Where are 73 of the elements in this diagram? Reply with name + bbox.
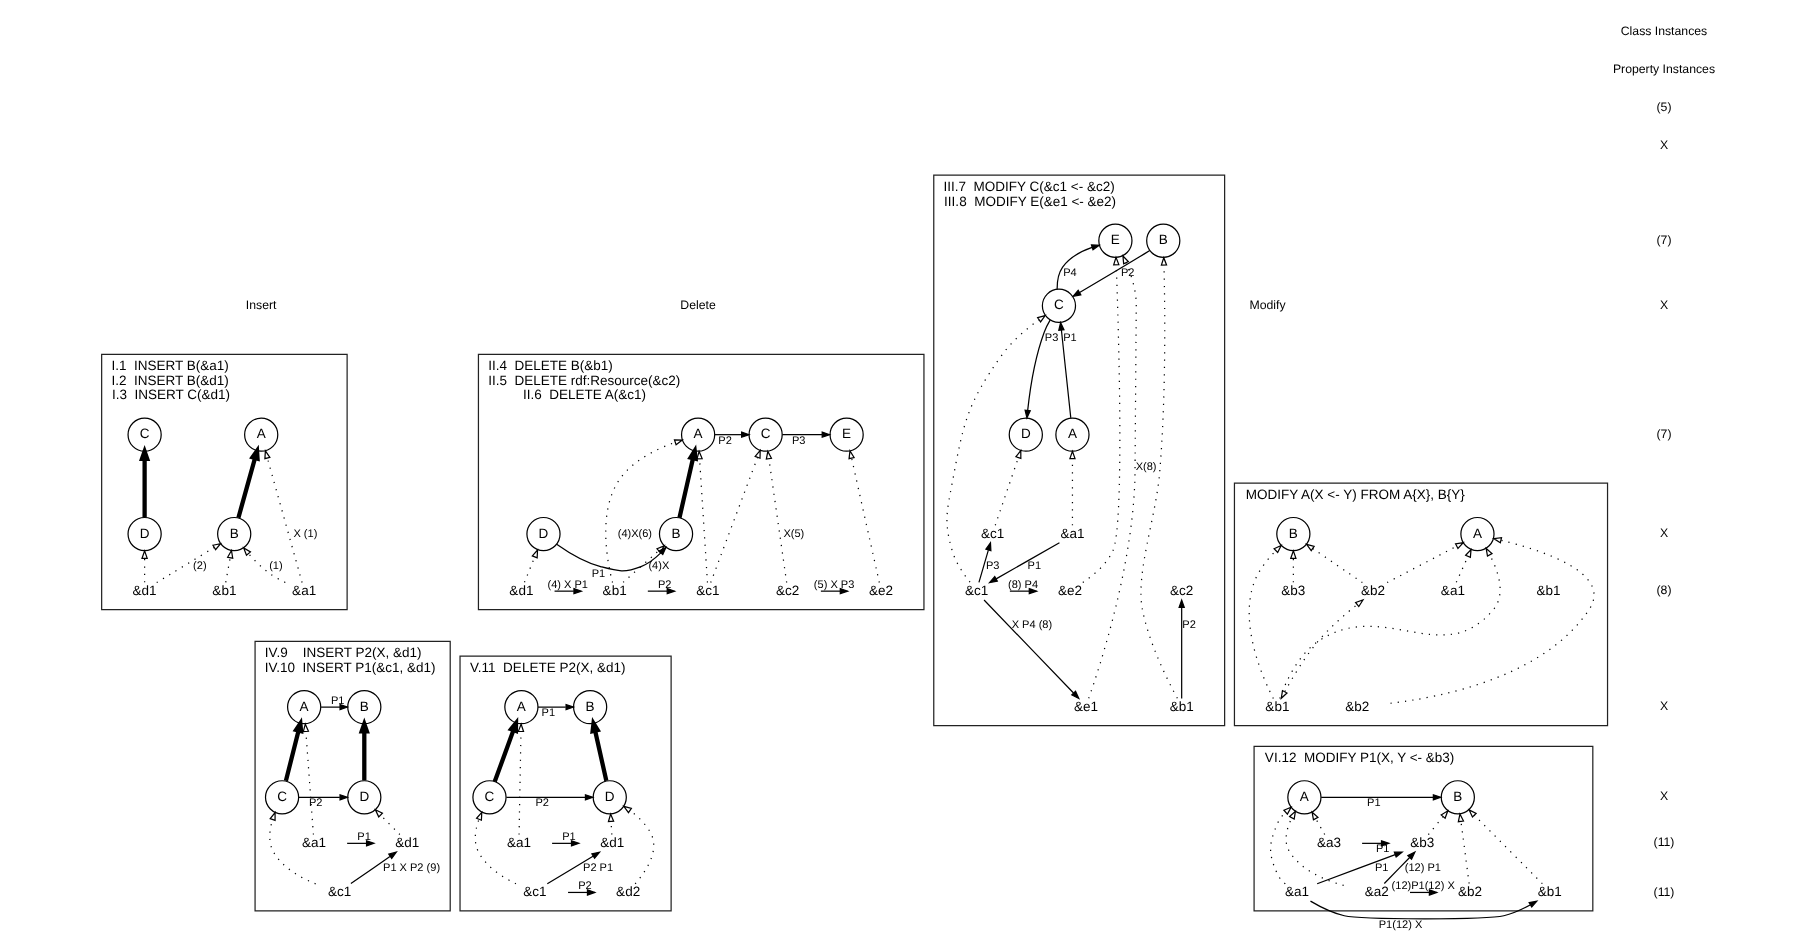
arrow: [1466, 807, 1542, 884]
arrow: [1382, 849, 1416, 884]
arrow: [1310, 809, 1325, 835]
arrow: [713, 430, 750, 438]
arrow: [1023, 318, 1050, 419]
arrow: [550, 838, 580, 846]
arrow: [1055, 243, 1101, 289]
arrow: [1177, 597, 1185, 699]
arrow: [566, 888, 596, 895]
arrow: [1278, 545, 1500, 699]
arrow: [589, 716, 608, 781]
arrow: [155, 541, 222, 583]
arrow: [349, 850, 397, 884]
arrow: [1385, 540, 1464, 583]
arrow: [1008, 586, 1038, 594]
arrow: [1247, 543, 1282, 699]
arrow: [268, 809, 316, 884]
arrow: [224, 547, 233, 582]
arrow: [1308, 899, 1538, 919]
arrow: [516, 721, 524, 835]
arrow: [604, 438, 684, 583]
arrow: [646, 586, 676, 594]
arrow: [1315, 850, 1403, 884]
arrow: [819, 586, 849, 594]
arrow: [1408, 888, 1438, 895]
arrow: [1304, 542, 1362, 583]
arrow: [473, 809, 516, 884]
arrow: [847, 448, 879, 583]
arrow: [1068, 448, 1075, 525]
arrow: [1070, 248, 1150, 297]
arrow: [1139, 254, 1177, 698]
arrow: [764, 448, 787, 583]
arrow: [977, 540, 991, 582]
arrow: [301, 721, 314, 835]
arrow: [676, 443, 698, 518]
arrow: [1426, 808, 1448, 835]
arrow: [138, 443, 150, 517]
arrow: [522, 547, 538, 582]
arrow: [536, 702, 575, 710]
arrow: [140, 548, 148, 582]
arrow: [504, 792, 594, 800]
arrow: [982, 598, 1080, 699]
arrow: [1456, 811, 1469, 884]
arrow: [780, 430, 831, 438]
arrow: [282, 716, 303, 781]
arrow: [263, 448, 302, 583]
arrow: [297, 792, 349, 800]
arrow: [1388, 536, 1594, 703]
arrow: [1057, 319, 1071, 418]
arrow: [357, 716, 369, 780]
arrow: [606, 811, 614, 835]
arrow: [235, 443, 259, 518]
arrow: [1279, 597, 1364, 699]
arrow: [993, 447, 1021, 525]
arrow: [241, 545, 285, 583]
arrow: [1288, 548, 1296, 582]
arrow: [709, 447, 760, 583]
arrow: [1284, 808, 1344, 886]
arrow: [345, 838, 375, 846]
arrow: [319, 702, 349, 710]
arrow: [545, 850, 601, 884]
arrow: [987, 541, 1060, 583]
arrow: [491, 716, 518, 782]
arrow: [1268, 805, 1292, 884]
arrow: [695, 448, 708, 583]
arrow: [1454, 546, 1471, 582]
arrow: [1081, 254, 1120, 583]
arrow: [373, 807, 400, 835]
arrow: [621, 804, 654, 884]
arrow: [552, 586, 583, 594]
arrow: [1319, 792, 1442, 800]
arrow: [1087, 253, 1136, 698]
arrow: [945, 313, 1046, 582]
